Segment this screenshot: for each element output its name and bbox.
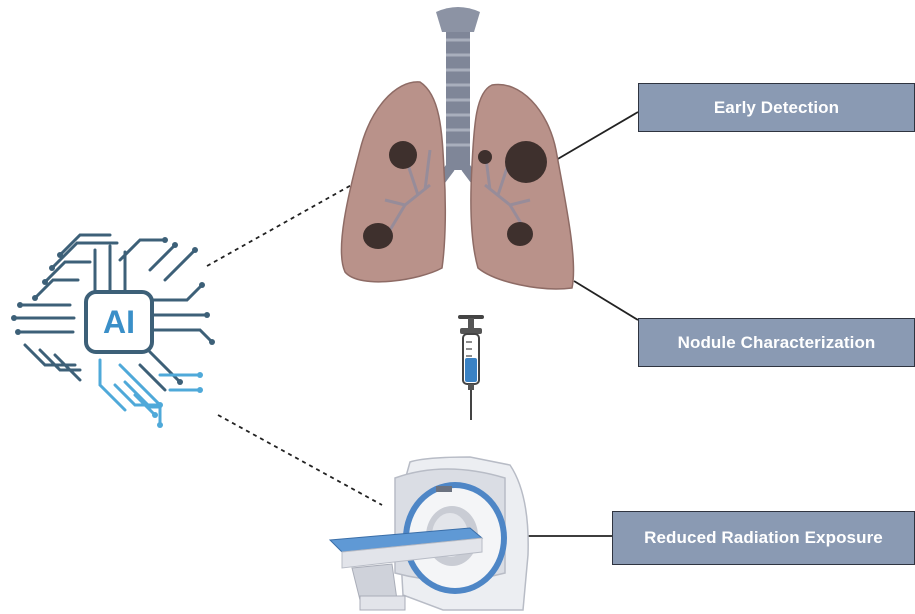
nodule xyxy=(478,150,492,164)
connector-ai-lungs xyxy=(207,183,355,266)
early-detection-box: Early Detection xyxy=(638,83,915,132)
nodule-characterization-box: Nodule Characterization xyxy=(638,318,915,367)
nodule xyxy=(389,141,417,169)
mri-scanner-icon xyxy=(330,457,528,610)
connector-lungs-nodule xyxy=(574,281,638,320)
ai-label: AI xyxy=(86,292,152,352)
connector-lungs-early xyxy=(556,112,638,160)
connector-ai-mri xyxy=(218,415,382,505)
left-lung xyxy=(341,82,445,282)
nodule xyxy=(507,222,533,246)
syringe-icon xyxy=(460,317,482,420)
reduced-radiation-exposure-box: Reduced Radiation Exposure xyxy=(612,511,915,565)
lungs-icon xyxy=(341,7,573,289)
nodule xyxy=(505,141,547,183)
nodule xyxy=(363,223,393,249)
